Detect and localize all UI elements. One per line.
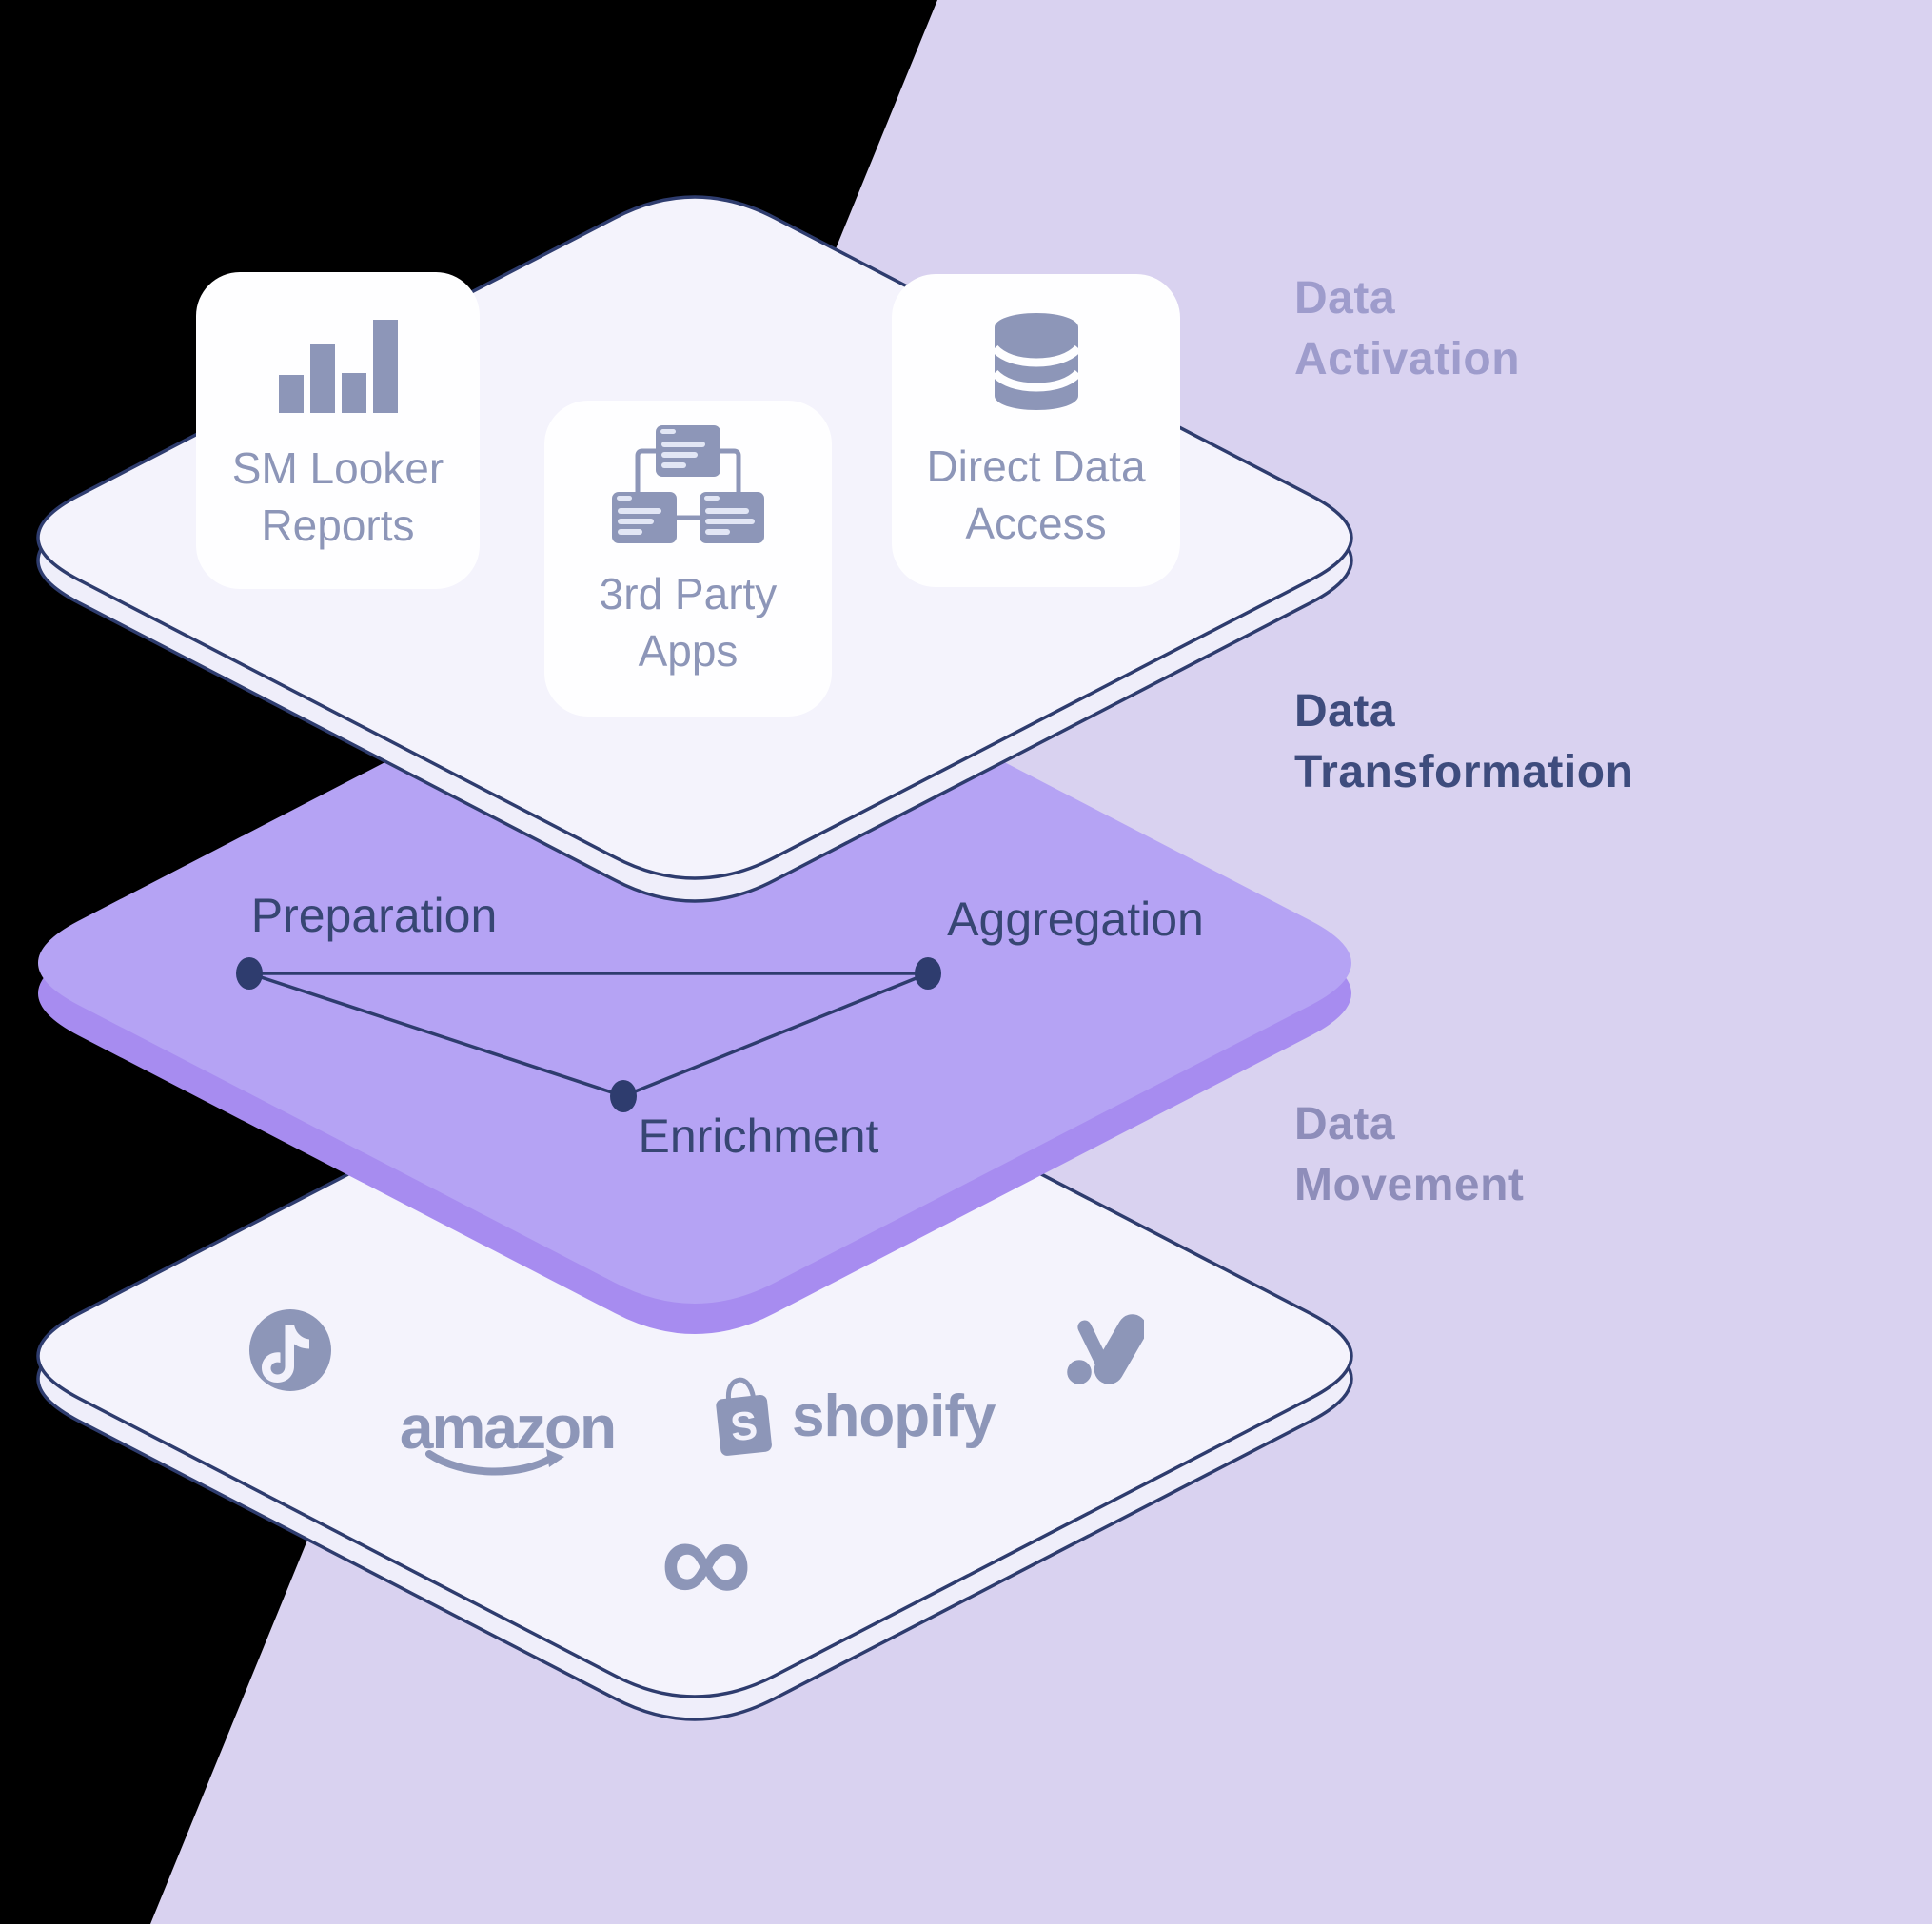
transformation-connector-lines bbox=[248, 972, 929, 1098]
transformation-layer-surface bbox=[38, 622, 1351, 1304]
node-label-preparation: Preparation bbox=[250, 889, 498, 942]
meta-logo: ∞ bbox=[660, 1488, 753, 1632]
amazon-smile-icon bbox=[425, 1449, 564, 1476]
node-label-aggregation: Aggregation bbox=[947, 893, 1204, 946]
shopify-bag-icon: S bbox=[716, 1377, 772, 1456]
connected-windows-icon bbox=[612, 425, 764, 543]
amazon-logo: amazon bbox=[388, 1397, 626, 1477]
stage-label-data-transformation: Data Transformation bbox=[1294, 686, 1634, 798]
card-3rd-party-apps: 3rd Party Apps bbox=[544, 401, 832, 717]
amazon-wordmark: amazon bbox=[399, 1393, 617, 1462]
google-ads-logo bbox=[1064, 1309, 1148, 1394]
card-sm-looker-reports: SM Looker Reports bbox=[196, 272, 480, 589]
enrichment-node-dot bbox=[610, 1080, 637, 1112]
shopify-bag-letter: S bbox=[728, 1403, 759, 1450]
shopify-wordmark: shopify bbox=[792, 1384, 996, 1449]
card-direct-data-access: Direct Data Access bbox=[892, 274, 1180, 587]
bar-chart-icon bbox=[278, 320, 398, 413]
card-label: Direct Data Access bbox=[926, 442, 1146, 549]
card-label: 3rd Party Apps bbox=[599, 569, 778, 677]
tiktok-icon bbox=[249, 1309, 331, 1391]
google-ads-icon bbox=[1064, 1314, 1148, 1387]
tiktok-logo bbox=[249, 1309, 331, 1396]
stage-label-data-movement: Data Movement bbox=[1294, 1099, 1525, 1211]
database-icon bbox=[992, 313, 1080, 410]
shopify-logo: S shopify bbox=[706, 1374, 996, 1460]
card-label: SM Looker Reports bbox=[231, 443, 444, 551]
node-label-enrichment: Enrichment bbox=[638, 1109, 879, 1163]
preparation-node-dot bbox=[236, 957, 263, 990]
transformation-nodes bbox=[236, 957, 941, 1112]
stage-label-data-activation: Data Activation bbox=[1294, 273, 1521, 385]
aggregation-node-dot bbox=[915, 957, 941, 990]
